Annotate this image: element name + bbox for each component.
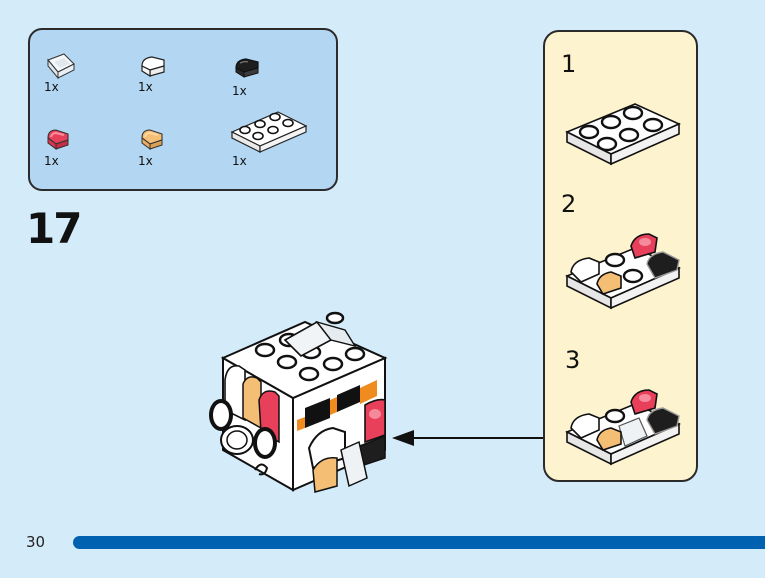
substep-2-illustration <box>565 233 681 310</box>
main-model-illustration <box>209 311 388 493</box>
black-round-tile-icon <box>235 58 259 78</box>
part-black-round-tile: 1x <box>232 52 302 112</box>
white-round-tile-icon <box>141 56 165 78</box>
part-quantity: 1x <box>232 84 247 98</box>
trans-orange-round-tile-icon <box>141 129 163 150</box>
substep-number: 3 <box>565 346 581 374</box>
part-white-round-tile: 1x <box>138 50 208 110</box>
parts-list-box: 1x 1x 1x 1x <box>28 28 338 191</box>
transparent-slope-icon <box>47 53 75 80</box>
part-transparent-slope: 1x <box>44 50 114 110</box>
trans-red-round-tile-icon <box>47 129 69 150</box>
substep-number: 1 <box>561 50 577 78</box>
substep-3-illustration <box>565 389 681 466</box>
substep-1-illustration <box>565 103 681 166</box>
part-trans-orange-round-tile: 1x <box>138 124 208 184</box>
substeps-callout-box: 1 2 3 <box>543 30 698 482</box>
callout-arrow <box>392 430 543 446</box>
step-number: 17 <box>26 204 82 253</box>
part-quantity: 1x <box>138 80 153 94</box>
part-trans-red-round-tile: 1x <box>44 124 114 184</box>
part-quantity: 1x <box>138 154 153 168</box>
part-quantity: 1x <box>44 80 59 94</box>
white-plate-2x3-icon <box>230 111 308 153</box>
substep-number: 2 <box>561 190 577 218</box>
page-progress-bar <box>73 536 765 549</box>
part-white-plate-2x3: 1x <box>230 106 320 168</box>
part-quantity: 1x <box>44 154 59 168</box>
page-number: 30 <box>26 533 46 551</box>
part-quantity: 1x <box>232 154 247 168</box>
